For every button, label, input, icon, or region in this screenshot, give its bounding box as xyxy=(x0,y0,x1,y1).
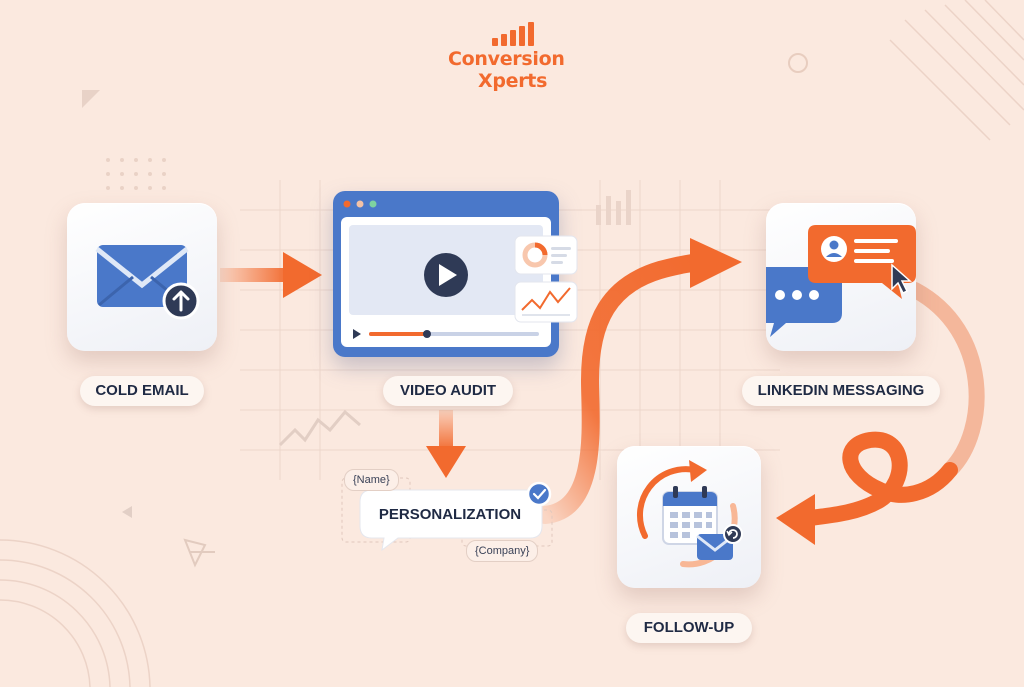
follow-up-tile xyxy=(617,446,761,588)
video-audit-label: VIDEO AUDIT xyxy=(383,376,513,406)
corner-stripes xyxy=(889,0,1024,141)
personalization-label: PERSONALIZATION xyxy=(378,506,522,523)
video-player-icon xyxy=(353,253,539,339)
linkedin-label: LINKEDIN MESSAGING xyxy=(742,376,940,406)
chat-bubbles-icon xyxy=(766,225,916,337)
company-placeholder-tag: {Company} xyxy=(466,540,539,562)
brand-name-line2: Xperts xyxy=(478,70,548,92)
calendar-cycle-icon xyxy=(636,460,743,568)
brand-name-line1: Conversion xyxy=(448,48,565,70)
arrow-email-to-video xyxy=(220,252,322,298)
cold-email-tile xyxy=(67,203,217,351)
deco-bars xyxy=(596,190,631,225)
video-audit-window xyxy=(333,191,559,357)
brand-logo: Conversion Xperts xyxy=(440,22,585,92)
dot-pattern xyxy=(106,158,166,190)
background-grid xyxy=(240,180,780,480)
corner-arcs xyxy=(0,539,151,687)
logo-bars-icon xyxy=(492,22,534,46)
window-controls xyxy=(343,200,377,208)
linkedin-tile xyxy=(766,203,916,351)
deco-ring xyxy=(788,53,808,73)
deco-glyph xyxy=(183,538,215,568)
arrow-video-to-personalization xyxy=(426,410,466,478)
arrow-personalization-to-linkedin xyxy=(536,238,742,524)
arrow-linkedin-to-followup xyxy=(776,282,985,545)
cold-email-label: COLD EMAIL xyxy=(80,376,204,406)
deco-sparkline xyxy=(278,409,361,447)
deco-triangle-small xyxy=(122,506,132,518)
follow-up-label: FOLLOW-UP xyxy=(626,613,752,643)
deco-triangle xyxy=(82,90,100,108)
name-placeholder-tag: {Name} xyxy=(344,469,399,491)
envelope-upload-icon xyxy=(95,245,200,320)
